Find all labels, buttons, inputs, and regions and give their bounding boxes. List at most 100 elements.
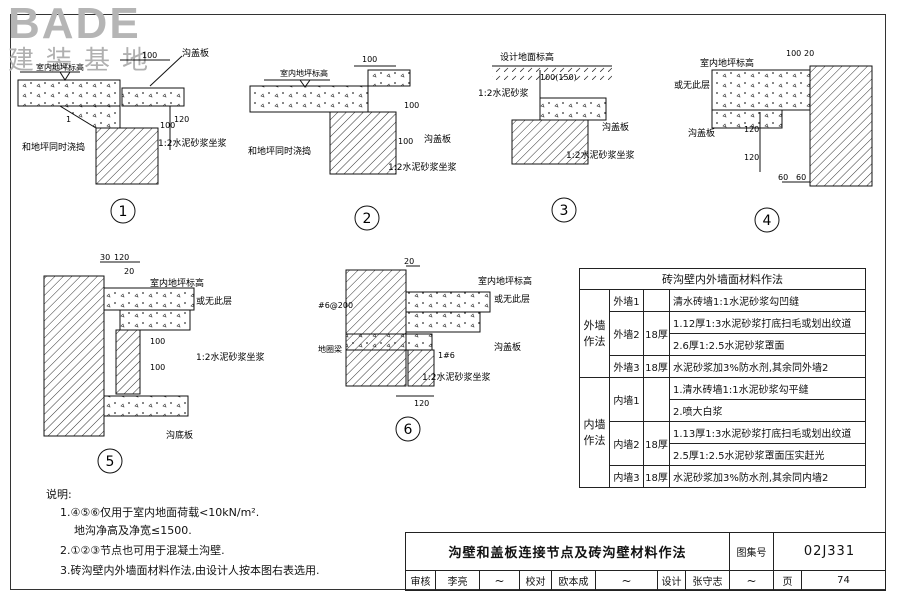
d5-label-8: 沟底板 — [166, 429, 193, 441]
d2-cover-slab — [367, 69, 411, 87]
d4-label-3: 或无此层 — [674, 79, 710, 91]
review-name: 李亮 — [435, 570, 480, 591]
d5-label-2: 20 — [124, 267, 134, 276]
d4-label-0: 100 — [786, 49, 801, 58]
design-name: 张守志 — [684, 570, 731, 591]
d2-label-6: 100 — [404, 101, 419, 110]
drawing-title: 沟壁和盖板连接节点及砖沟壁材料作法 — [404, 532, 731, 571]
detail-3: 设计地面标高 100(150) 1:2水泥砂浆 沟盖板 1:2水泥砂浆坐浆 3 — [478, 51, 635, 223]
d5-number-circle — [97, 448, 123, 474]
row-4-thk — [643, 377, 670, 422]
d5-floor-slab — [103, 287, 195, 311]
d1-brick-wall — [95, 127, 159, 185]
row-8-sub: 内墙3 — [609, 465, 644, 488]
d6-label-5: 1#6 — [438, 351, 455, 360]
d2-label-3: 和地坪同时浇捣 — [248, 145, 311, 157]
d2-level-mark — [299, 79, 311, 88]
row-7-text: 2.5厚1:2.5水泥砂浆罩面压实赶光 — [669, 443, 866, 466]
d3-wall — [511, 119, 589, 165]
d2-brick-wall — [329, 111, 397, 175]
d6-label-8: 120 — [414, 399, 429, 408]
d1-cover-slab — [121, 87, 185, 107]
note-3: 3.砖沟壁内外墙面材料作法,由设计人按本图右表选用. — [60, 564, 320, 577]
d4-label-6: 120 — [744, 153, 759, 162]
atlas-number: 02J331 — [773, 532, 886, 571]
material-table-caption: 砖沟壁内外墙面材料作法 — [579, 268, 866, 290]
d4-cover-slab — [711, 109, 783, 129]
d6-label-2: 或无此层 — [494, 293, 530, 305]
detail-4: 100 20 室内地坪标高 或无此层 沟盖板 120 120 60 60 4 — [674, 49, 873, 233]
d6-label-1: 室内地坪标高 — [478, 275, 532, 287]
d5-wall — [43, 275, 105, 437]
atlas-label: 图集号 — [729, 532, 775, 571]
inner-wall-group-label: 内墙作法 — [579, 377, 610, 488]
d4-label-7: 60 — [778, 173, 788, 182]
row-4-sub: 内墙1 — [609, 377, 644, 422]
row-1-thk: 18厚 — [643, 311, 670, 356]
d4-number-circle — [754, 207, 780, 233]
d5-bottom-slab — [103, 395, 189, 417]
d6-cover-slab — [405, 311, 481, 333]
row-0-sub: 外墙1 — [609, 289, 644, 312]
row-8-thk: 18厚 — [643, 465, 670, 488]
d5-label-4: 或无此层 — [196, 295, 232, 307]
d6-number: 6 — [404, 422, 413, 438]
row-1-text: 1.12厚1:3水泥砂浆打底扫毛或划出纹道 — [669, 311, 866, 334]
d1-level-mark — [59, 71, 71, 81]
row-3-thk: 18厚 — [643, 355, 670, 378]
review-signature: ~ — [479, 570, 520, 591]
d4-floor-slab — [711, 69, 811, 111]
d2-label-2: 沟盖板 — [424, 133, 451, 145]
d1-label-3: 120 — [174, 115, 189, 124]
d1-label-2: 沟盖板 — [182, 47, 209, 59]
row-8-text: 水泥砂浆加3%防水剂,其余同内墙2 — [669, 465, 866, 488]
d6-number-circle — [395, 416, 421, 442]
d3-label-3: 沟盖板 — [602, 121, 629, 133]
detail-6: 20 室内地坪标高 或无此层 #6@200 地圈梁 1#6 沟盖板 1:2水泥砂… — [318, 257, 532, 442]
d6-floor-slab — [405, 291, 491, 313]
d3-label-0: 设计地面标高 — [500, 51, 554, 63]
row-6-sub: 内墙2 — [609, 421, 644, 466]
detail-5: 30 120 20 室内地坪标高 或无此层 100 100 1:2水泥砂浆坐浆 … — [43, 253, 265, 474]
d1-label-5: 1 — [66, 115, 71, 124]
d3-number-circle — [551, 197, 577, 223]
watermark-subtitle: 建装基地 — [8, 46, 161, 76]
d4-wall — [809, 65, 873, 187]
design-signature: ~ — [729, 570, 775, 591]
d1-label-0: 室内地坪标高 — [36, 62, 84, 72]
d4-label-2: 室内地坪标高 — [700, 57, 754, 69]
row-6-thk: 18厚 — [643, 421, 670, 466]
d3-label-4: 1:2水泥砂浆坐浆 — [566, 149, 635, 161]
note-1b: 地沟净高及净宽≤1500. — [74, 524, 192, 537]
note-1a: 1.④⑤⑥仅用于室内地面荷载<10kN/m². — [60, 506, 260, 519]
d2-number: 2 — [363, 211, 372, 227]
watermark-logo: BADE 建装基地 — [8, 0, 161, 77]
d2-label-1: 室内地坪标高 — [280, 68, 328, 78]
d2-label-0: 100 — [362, 55, 377, 64]
review-label: 审核 — [405, 570, 436, 591]
d5-cover-slab — [119, 309, 191, 331]
d1-number: 1 — [119, 204, 128, 220]
d3-label-1: 100(150) — [540, 73, 577, 82]
row-1-sub: 外墙2 — [609, 311, 644, 356]
d1-label-6: 1:2水泥砂浆坐浆 — [158, 137, 227, 149]
note-2: 2.①②③节点也可用于混凝土沟壁. — [60, 544, 225, 557]
row-6-text: 1.13厚1:3水泥砂浆打底扫毛或划出纹道 — [669, 421, 866, 444]
check-signature: ~ — [595, 570, 658, 591]
d5-label-7: 1:2水泥砂浆坐浆 — [196, 351, 265, 363]
d6-label-3: #6@200 — [318, 301, 353, 310]
d3-label-2: 1:2水泥砂浆 — [478, 87, 529, 99]
d4-label-5: 120 — [744, 125, 759, 134]
d4-label-8: 60 — [796, 173, 806, 182]
notes-heading: 说明: — [46, 488, 72, 501]
outer-wall-group-label: 外墙作法 — [579, 289, 610, 378]
row-3-sub: 外墙3 — [609, 355, 644, 378]
row-4-text: 1.清水砖墙1:1水泥砂浆勾平缝 — [669, 377, 866, 400]
d6-label-0: 20 — [404, 257, 414, 266]
watermark-brand: BADE — [8, 0, 141, 48]
d3-number: 3 — [560, 203, 569, 219]
d6-label-7: 1:2水泥砂浆坐浆 — [422, 371, 491, 383]
detail-2: 100 室内地坪标高 沟盖板 和地坪同时浇捣 100 1:2水泥砂浆坐浆 100… — [248, 55, 457, 231]
d1-floor-slab — [17, 79, 121, 107]
